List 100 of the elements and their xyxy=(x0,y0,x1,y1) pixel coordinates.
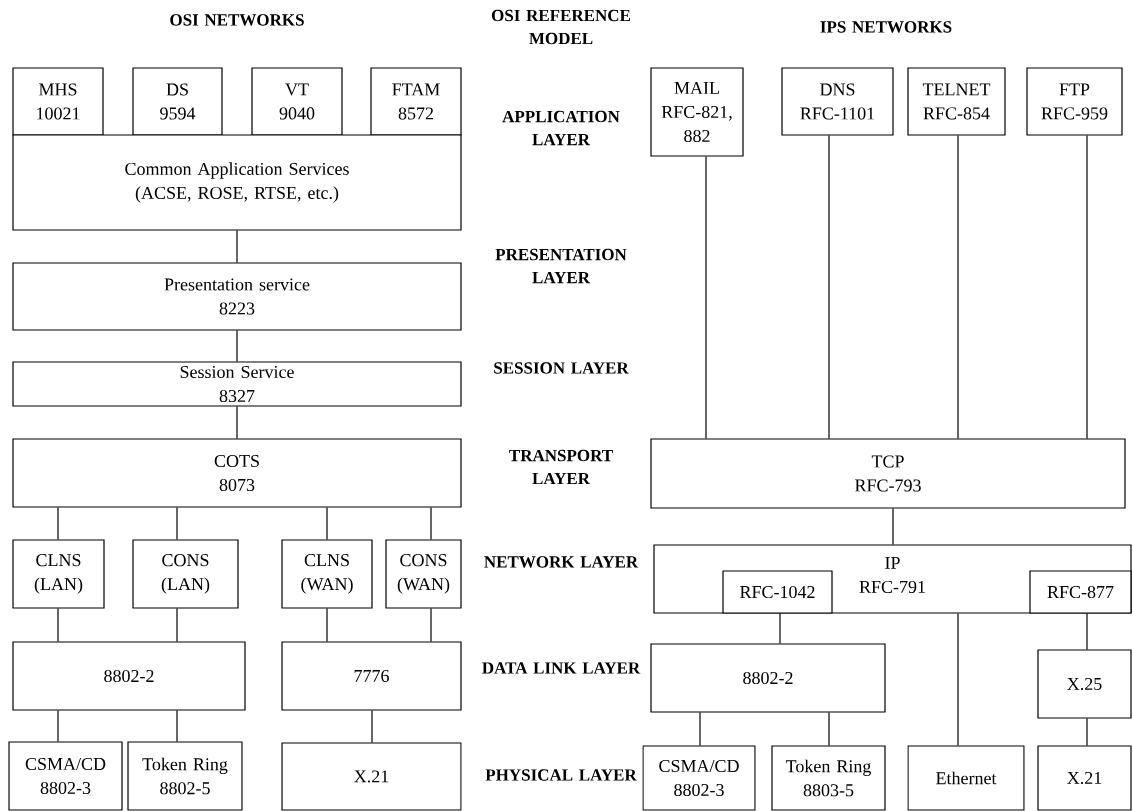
connector-line xyxy=(57,710,59,742)
node-label: 8802-5 xyxy=(160,782,210,795)
node-label: RFC-854 xyxy=(923,107,990,120)
node-label: 8802-3 xyxy=(40,781,91,795)
layer-label: PHYSICAL LAYER xyxy=(485,769,637,781)
connector-line xyxy=(779,613,781,644)
node-label: (WAN) xyxy=(397,577,450,594)
protocol-box xyxy=(907,67,1006,136)
connector-line xyxy=(1086,613,1088,650)
node-label: Presentation service xyxy=(164,278,310,291)
connector-line xyxy=(699,712,701,746)
node-label: FTP xyxy=(1059,83,1090,96)
node-label: FTAM xyxy=(392,83,440,96)
connector-line xyxy=(57,507,59,540)
protocol-box xyxy=(12,67,104,136)
protocol-box xyxy=(1037,745,1132,811)
node-label: X.21 xyxy=(354,770,389,783)
protocol-box xyxy=(127,741,243,811)
connector-line xyxy=(326,507,328,540)
node-label: Common Application Services xyxy=(125,162,349,179)
column-heading: OSI REFERENCE MODEL xyxy=(491,9,630,45)
layer-label: PRESENTATION LAYER xyxy=(495,248,627,284)
protocol-box xyxy=(642,745,756,811)
node-label: 8802-3 xyxy=(674,783,724,797)
protocol-box xyxy=(12,262,462,331)
node-label: RFC-1042 xyxy=(740,585,815,599)
node-label: 10021 xyxy=(37,107,80,120)
layer-label: APPLICATION LAYER xyxy=(502,110,620,146)
node-label: MAIL xyxy=(674,81,719,94)
connector-line xyxy=(430,608,432,642)
node-label: CSMA/CD xyxy=(659,759,739,773)
protocol-box xyxy=(132,67,223,136)
protocol-box xyxy=(251,67,343,136)
connector-line xyxy=(1086,718,1088,746)
node-label: MHS xyxy=(39,83,77,96)
node-label: CSMA/CD xyxy=(25,757,106,771)
protocol-box xyxy=(8,741,123,811)
connector-line xyxy=(1086,135,1088,439)
node-label: (LAN) xyxy=(161,577,210,594)
protocol-box xyxy=(12,438,462,508)
protocol-box xyxy=(12,641,246,711)
node-label: VT xyxy=(285,83,309,96)
protocol-box xyxy=(650,643,886,713)
connector-line xyxy=(326,608,328,642)
node-label: IP xyxy=(885,557,900,569)
protocol-box xyxy=(722,570,833,614)
node-label: X.21 xyxy=(1067,771,1102,785)
node-label: DNS xyxy=(820,83,855,96)
node-label: TELNET xyxy=(922,83,991,96)
node-label: Token Ring xyxy=(785,759,872,777)
node-label: 8802-2 xyxy=(104,669,154,683)
column-heading: IPS NETWORKS xyxy=(820,21,952,33)
node-label: Session Service xyxy=(180,365,294,379)
protocol-box xyxy=(1026,67,1123,136)
node-label: 8223 xyxy=(219,302,255,315)
column-heading: OSI NETWORKS xyxy=(170,14,304,26)
protocol-box xyxy=(385,539,462,609)
connector-line xyxy=(705,156,707,439)
node-label: TCP xyxy=(871,455,904,468)
node-label: X.25 xyxy=(1067,677,1102,691)
protocol-box xyxy=(281,742,462,811)
protocol-box xyxy=(132,539,239,609)
node-label: RFC-877 xyxy=(1047,585,1114,599)
connector-line xyxy=(828,712,830,746)
connector-line xyxy=(371,710,373,743)
node-label: RFC-821, 882 xyxy=(661,105,732,143)
protocol-box xyxy=(281,539,373,609)
connector-line xyxy=(57,608,59,642)
node-label: RFC-959 xyxy=(1041,107,1108,120)
protocol-box xyxy=(281,641,462,711)
node-label: 7776 xyxy=(354,669,389,683)
node-label: 8802-2 xyxy=(743,671,793,685)
protocol-box xyxy=(12,539,105,609)
node-label: 8572 xyxy=(398,107,434,120)
node-label: DS xyxy=(166,83,188,96)
protocol-box xyxy=(12,361,462,407)
connector-line xyxy=(957,135,959,439)
node-label: 8803-5 xyxy=(803,784,854,797)
connector-line xyxy=(236,330,238,362)
node-label: CLNS xyxy=(304,554,349,567)
node-label: CONS xyxy=(162,554,209,567)
node-label: COTS xyxy=(214,454,259,468)
layer-label: NETWORK LAYER xyxy=(484,556,639,568)
node-label: CLNS xyxy=(36,554,81,567)
node-label: (WAN) xyxy=(301,577,353,594)
connector-line xyxy=(176,710,178,742)
node-label: 9594 xyxy=(160,107,196,120)
node-label: Token Ring xyxy=(142,757,228,775)
node-label: 8073 xyxy=(219,478,255,492)
connector-line xyxy=(430,507,432,540)
protocol-box xyxy=(650,67,744,157)
node-label: 8327 xyxy=(219,389,255,403)
connector-line xyxy=(236,406,238,439)
node-label: CONS xyxy=(400,554,447,567)
node-label: Ethernet xyxy=(936,771,997,785)
layer-label: DATA LINK LAYER xyxy=(482,662,641,674)
node-label: RFC-793 xyxy=(855,479,921,492)
node-label: 9040 xyxy=(279,107,315,120)
connector-line xyxy=(957,613,959,746)
protocol-box xyxy=(1029,570,1132,614)
